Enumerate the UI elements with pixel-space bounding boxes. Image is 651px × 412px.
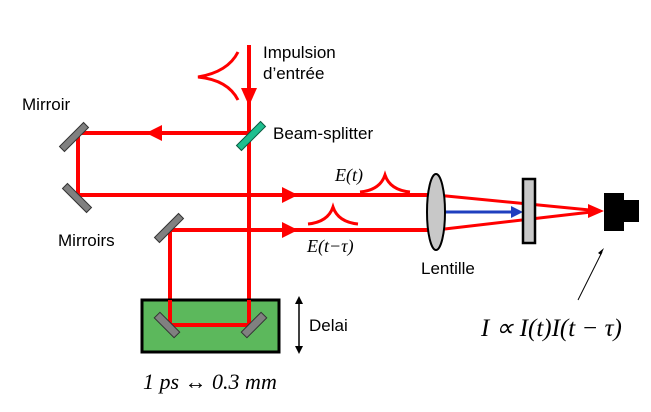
formula-pointer bbox=[577, 251, 603, 301]
detector-body bbox=[604, 193, 624, 231]
mirrors-label: Mirroirs bbox=[58, 231, 115, 250]
delay-arrow-top bbox=[295, 296, 303, 304]
beam-splitter bbox=[235, 120, 267, 152]
arm1-arrow-left bbox=[146, 125, 162, 141]
beam-splitter-label: Beam-splitter bbox=[273, 124, 373, 143]
arm2-arrow-right bbox=[282, 222, 298, 238]
input-beam-arrow bbox=[241, 88, 257, 106]
beam-converge-2 bbox=[435, 209, 601, 232]
lens bbox=[426, 173, 446, 251]
delay-conversion: 1 ps ↔ 0.3 mm bbox=[143, 369, 277, 394]
formula-pointer-head bbox=[598, 248, 604, 255]
delay-label: Delai bbox=[309, 316, 348, 335]
mirror-top-left bbox=[58, 121, 90, 153]
delay-arrow-bottom bbox=[295, 346, 303, 354]
delay-mirror-left bbox=[153, 311, 181, 339]
nonlinear-crystal bbox=[521, 177, 537, 245]
shg-beam-arrow bbox=[511, 206, 523, 218]
pulse-shape-e-t-tau bbox=[307, 202, 359, 226]
signal-formula: I ∝ I(t)I(t − τ) bbox=[480, 315, 622, 342]
detector-head bbox=[622, 200, 639, 222]
input-pulse-shape bbox=[197, 51, 240, 101]
beam-converge-1 bbox=[435, 193, 601, 213]
beam-converge-arrow bbox=[588, 204, 604, 218]
delay-mirror-right bbox=[240, 311, 268, 339]
field-e-t-label: E(t) bbox=[334, 165, 363, 186]
mirror-arm2 bbox=[153, 212, 185, 244]
input-pulse-label-line1: Impulsion bbox=[263, 43, 336, 62]
input-pulse-label-line2: d’entrée bbox=[263, 64, 324, 83]
pulse-shape-e-t bbox=[359, 170, 411, 194]
field-e-t-tau-label: E(t−τ) bbox=[306, 236, 354, 257]
mirror-label: Mirroir bbox=[22, 95, 70, 114]
mirror-bottom-left bbox=[61, 182, 93, 214]
lens-label: Lentille bbox=[421, 259, 475, 278]
arm1-arrow-right bbox=[282, 187, 298, 203]
